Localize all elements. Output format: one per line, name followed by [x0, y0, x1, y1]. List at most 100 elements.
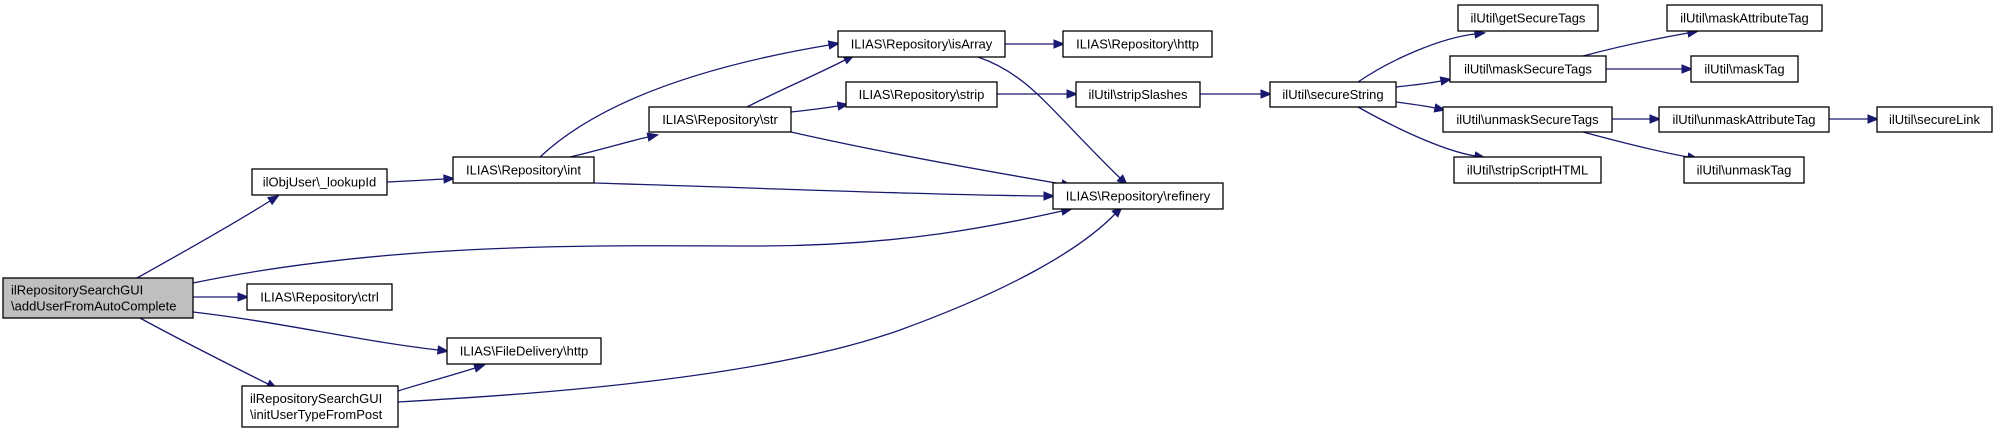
- edge-str-to-isArray: [746, 54, 856, 108]
- edge-root-to-fdhttp: [192, 311, 450, 355]
- arrowhead-icon: [1260, 89, 1273, 99]
- edge-line: [1357, 106, 1476, 157]
- arrowhead-icon: [443, 174, 456, 184]
- node-getSecureTags[interactable]: ilUtil\getSecureTags: [1457, 4, 1599, 32]
- node-box: [246, 283, 393, 311]
- arrowhead-icon: [1433, 103, 1447, 113]
- node-label: ILIAS\Repository\str: [662, 112, 778, 127]
- edge-root-to-refinery: [192, 206, 1074, 284]
- node-label: ILIAS\Repository\ctrl: [260, 290, 379, 305]
- node-label: ILIAS\Repository\strip: [859, 87, 985, 102]
- edge-secureString-to-unmaskSecureTags: [1395, 101, 1447, 113]
- arrowhead-icon: [827, 40, 841, 50]
- node-box: [1690, 55, 1799, 83]
- node-unmaskAttributeTag[interactable]: ilUtil\unmaskAttributeTag: [1658, 106, 1830, 133]
- node-box: [452, 156, 595, 184]
- edge-maskSecureTags-to-maskTag: [1606, 64, 1694, 74]
- node-label: ilRepositorySearchGUI: [11, 283, 143, 298]
- arrowhead-icon: [646, 132, 660, 142]
- edge-str-to-strip: [790, 101, 850, 113]
- arrowhead-icon: [1053, 39, 1066, 49]
- node-box: [1062, 30, 1213, 58]
- edge-line: [139, 317, 269, 385]
- node-int[interactable]: ILIAS\Repository\int: [452, 156, 595, 184]
- arrowhead-icon: [1649, 114, 1662, 124]
- node-maskAttributeTag[interactable]: ilUtil\maskAttributeTag: [1666, 4, 1823, 32]
- node-box: [1453, 156, 1602, 184]
- node-label: ilUtil\secureString: [1282, 87, 1383, 102]
- edge-strip-to-stripSlashes: [997, 89, 1079, 99]
- node-rhttp[interactable]: ILIAS\Repository\http: [1062, 30, 1213, 58]
- arrowhead-icon: [473, 363, 486, 373]
- node-stripSlashes[interactable]: ilUtil\stripSlashes: [1075, 81, 1201, 108]
- node-box: [1876, 106, 1993, 133]
- node-label: ILIAS\Repository\http: [1076, 37, 1199, 52]
- node-label: ilUtil\maskSecureTags: [1464, 62, 1592, 77]
- node-maskTag[interactable]: ilUtil\maskTag: [1690, 55, 1799, 83]
- edge-isArray-to-refinery: [977, 56, 1129, 186]
- node-maskSecureTags[interactable]: ilUtil\maskSecureTags: [1449, 55, 1607, 83]
- node-label: ilObjUser\_lookupId: [263, 175, 376, 190]
- node-box: [241, 385, 399, 428]
- edge-unmaskAttributeTag-to-secureLink: [1828, 114, 1880, 124]
- edge-line: [136, 200, 271, 279]
- node-unmaskTag[interactable]: ilUtil\unmaskTag: [1683, 156, 1805, 184]
- node-root[interactable]: ilRepositorySearchGUI\addUserFromAutoCom…: [2, 277, 194, 319]
- node-isArray[interactable]: ILIAS\Repository\isArray: [837, 30, 1006, 58]
- edge-root-to-initUser: [139, 317, 279, 390]
- node-box: [1442, 106, 1613, 133]
- arrowhead-icon: [1066, 89, 1079, 99]
- node-label: ILIAS\Repository\int: [466, 163, 581, 178]
- node-lookupId[interactable]: ilObjUser\_lookupId: [251, 168, 388, 196]
- edge-line: [790, 105, 839, 113]
- edge-line: [1582, 32, 1689, 57]
- edge-str-to-refinery: [790, 131, 1074, 189]
- node-label: ilUtil\maskAttributeTag: [1680, 11, 1809, 26]
- edge-secureString-to-maskSecureTags: [1395, 76, 1453, 88]
- edge-line: [397, 367, 476, 392]
- edge-stripSlashes-to-secureString: [1200, 89, 1273, 99]
- edge-line: [790, 131, 1063, 185]
- node-label: \initUserTypeFromPost: [250, 407, 383, 422]
- edge-isArray-to-rhttp: [1004, 39, 1066, 49]
- node-refinery[interactable]: ILIAS\Repository\refinery: [1052, 182, 1224, 210]
- arrowhead-icon: [1043, 191, 1056, 201]
- node-label: ilUtil\unmaskTag: [1697, 163, 1792, 178]
- node-fdhttp[interactable]: ILIAS\FileDelivery\http: [446, 337, 602, 365]
- edge-line: [746, 59, 846, 108]
- node-label: \addUserFromAutoComplete: [11, 299, 176, 314]
- edge-line: [192, 210, 1063, 284]
- edge-int-to-refinery: [593, 182, 1056, 201]
- edge-root-to-lookupId: [136, 194, 280, 279]
- node-strip[interactable]: ILIAS\Repository\strip: [845, 81, 998, 108]
- edge-unmaskSecureTags-to-unmaskAttributeTag: [1611, 114, 1662, 124]
- edge-line: [1357, 33, 1476, 83]
- node-box: [1269, 81, 1397, 108]
- edge-line: [1395, 80, 1442, 88]
- node-ctrl[interactable]: ILIAS\Repository\ctrl: [246, 283, 393, 311]
- node-secureString[interactable]: ilUtil\secureString: [1269, 81, 1397, 108]
- node-box: [1666, 4, 1823, 32]
- node-box: [2, 277, 194, 319]
- node-label: ilUtil\unmaskSecureTags: [1456, 112, 1599, 127]
- node-box: [845, 81, 998, 108]
- node-initUser[interactable]: ilRepositorySearchGUI\initUserTypeFromPo…: [241, 385, 399, 428]
- node-str[interactable]: ILIAS\Repository\str: [648, 106, 792, 133]
- node-secureLink[interactable]: ilUtil\secureLink: [1876, 106, 1993, 133]
- edge-initUser-to-refinery: [397, 205, 1123, 403]
- node-stripScriptHTML[interactable]: ilUtil\stripScriptHTML: [1453, 156, 1602, 184]
- node-label: ilUtil\stripScriptHTML: [1467, 163, 1588, 178]
- node-label: ilUtil\secureLink: [1889, 112, 1981, 127]
- edge-line: [593, 182, 1045, 197]
- edge-int-to-isArray: [539, 40, 841, 158]
- node-unmaskSecureTags[interactable]: ilUtil\unmaskSecureTags: [1442, 106, 1613, 133]
- node-label: ilRepositorySearchGUI: [250, 391, 382, 406]
- edge-line: [1395, 101, 1436, 109]
- arrowhead-icon: [1867, 114, 1880, 124]
- arrowhead-icon: [237, 292, 250, 302]
- edge-line: [397, 213, 1116, 403]
- node-box: [1449, 55, 1607, 83]
- node-box: [1052, 182, 1224, 210]
- arrowhead-icon: [436, 345, 450, 355]
- node-box: [1658, 106, 1830, 133]
